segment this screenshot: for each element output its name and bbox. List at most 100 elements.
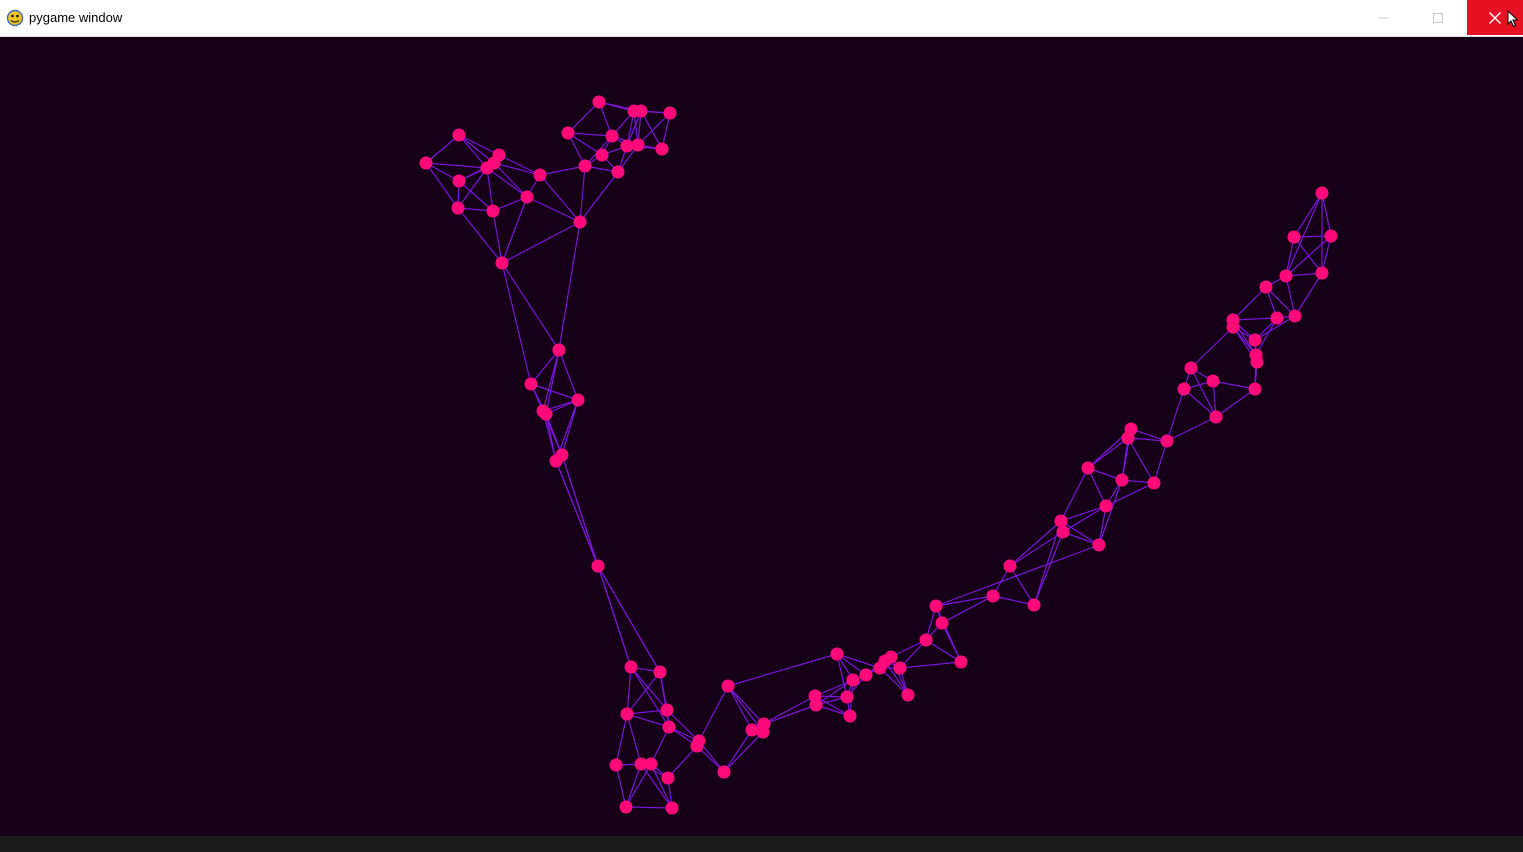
graph-node <box>555 448 569 462</box>
graph-edge <box>1265 286 1296 317</box>
graph-edge <box>1293 236 1323 274</box>
graph-node <box>830 647 844 661</box>
graph-node <box>619 800 633 814</box>
graph-edge <box>1255 317 1278 356</box>
graph-edge <box>640 763 673 809</box>
graph-edge <box>425 134 460 164</box>
graph-edge <box>727 653 838 687</box>
pygame-snake-icon <box>6 9 24 27</box>
graph-edge <box>941 595 994 624</box>
graph-edge <box>1153 440 1168 484</box>
graph-node <box>809 698 823 712</box>
graph-node <box>486 204 500 218</box>
graph-node <box>578 159 592 173</box>
graph-node <box>1056 525 1070 539</box>
graph-edge <box>1033 520 1062 606</box>
graph-edge <box>637 112 671 146</box>
graph-edge <box>1285 236 1295 277</box>
graph-edge <box>1215 388 1256 418</box>
graph-node <box>592 95 606 109</box>
graph-node <box>954 655 968 669</box>
graph-edge <box>457 207 503 264</box>
graph-node <box>846 673 860 687</box>
graph-edge <box>727 685 764 733</box>
graph-node <box>1226 320 1240 334</box>
graph-edge <box>1232 286 1267 321</box>
graph-node <box>1160 434 1174 448</box>
graph-visualization <box>419 95 1338 815</box>
graph-node <box>843 709 857 723</box>
graph-node <box>452 174 466 188</box>
graph-edge <box>493 162 541 176</box>
graph-edge <box>698 685 729 742</box>
graph-edge <box>1294 272 1323 317</box>
graph-node <box>661 771 675 785</box>
graph-edge <box>815 679 854 706</box>
title-bar[interactable]: pygame window <box>0 0 1523 37</box>
graph-node <box>1054 514 1068 528</box>
graph-edge <box>561 399 579 456</box>
graph-node <box>663 106 677 120</box>
graph-edge <box>1087 467 1107 507</box>
graph-node <box>634 757 648 771</box>
graph-edge <box>597 565 661 673</box>
graph-node <box>745 723 759 737</box>
graph-edge <box>1166 416 1217 442</box>
graph-edge <box>650 763 673 809</box>
graph-edge <box>1190 367 1217 418</box>
minimize-button[interactable] <box>1355 0 1410 35</box>
graph-node <box>1288 309 1302 323</box>
graph-edge <box>625 806 673 809</box>
graph-edge <box>1285 192 1323 277</box>
graph-node <box>487 156 501 170</box>
graph-edge <box>539 165 586 176</box>
graph-node <box>1209 410 1223 424</box>
graph-node <box>655 142 669 156</box>
graph-node <box>605 129 619 143</box>
graph-nodes <box>419 95 1338 815</box>
graph-edge <box>814 695 851 717</box>
graph-node <box>901 688 915 702</box>
graph-edge <box>1098 505 1107 546</box>
graph-edge <box>501 221 581 264</box>
graph-edge <box>458 180 494 212</box>
graph-edge <box>723 729 753 773</box>
graph-node <box>1250 355 1264 369</box>
graph-node <box>611 165 625 179</box>
maximize-button[interactable] <box>1410 0 1465 35</box>
graph-node <box>620 707 634 721</box>
graph-edge <box>425 162 459 209</box>
graph-edge <box>723 731 764 773</box>
graph-node <box>1099 499 1113 513</box>
graph-edge <box>625 763 652 808</box>
graph-node <box>756 725 770 739</box>
graph-edge <box>1293 192 1323 238</box>
graph-edge <box>530 383 579 401</box>
graph-edge <box>630 666 670 728</box>
graph-edge <box>555 460 599 567</box>
graph-node <box>665 801 679 815</box>
graph-edge <box>884 660 909 696</box>
game-canvas[interactable] <box>0 37 1523 836</box>
graph-edge <box>493 162 528 198</box>
graph-node <box>571 393 585 407</box>
graph-edge <box>539 174 581 223</box>
graph-node <box>419 156 433 170</box>
graph-edge <box>727 685 753 731</box>
graph-edge <box>579 165 586 223</box>
close-icon <box>1489 11 1501 24</box>
graph-node <box>1315 186 1329 200</box>
graph-edge <box>545 349 560 415</box>
graph-node <box>690 739 704 753</box>
graph-node <box>859 668 873 682</box>
graph-edge <box>814 679 854 697</box>
graph-node <box>1270 311 1284 325</box>
graph-edge <box>626 671 661 715</box>
graph-edge <box>526 196 581 223</box>
graph-edge <box>626 709 668 715</box>
graph-edge <box>1232 317 1278 321</box>
graph-edge <box>1009 531 1064 567</box>
graph-node <box>495 256 509 270</box>
graph-edge <box>1127 437 1155 484</box>
